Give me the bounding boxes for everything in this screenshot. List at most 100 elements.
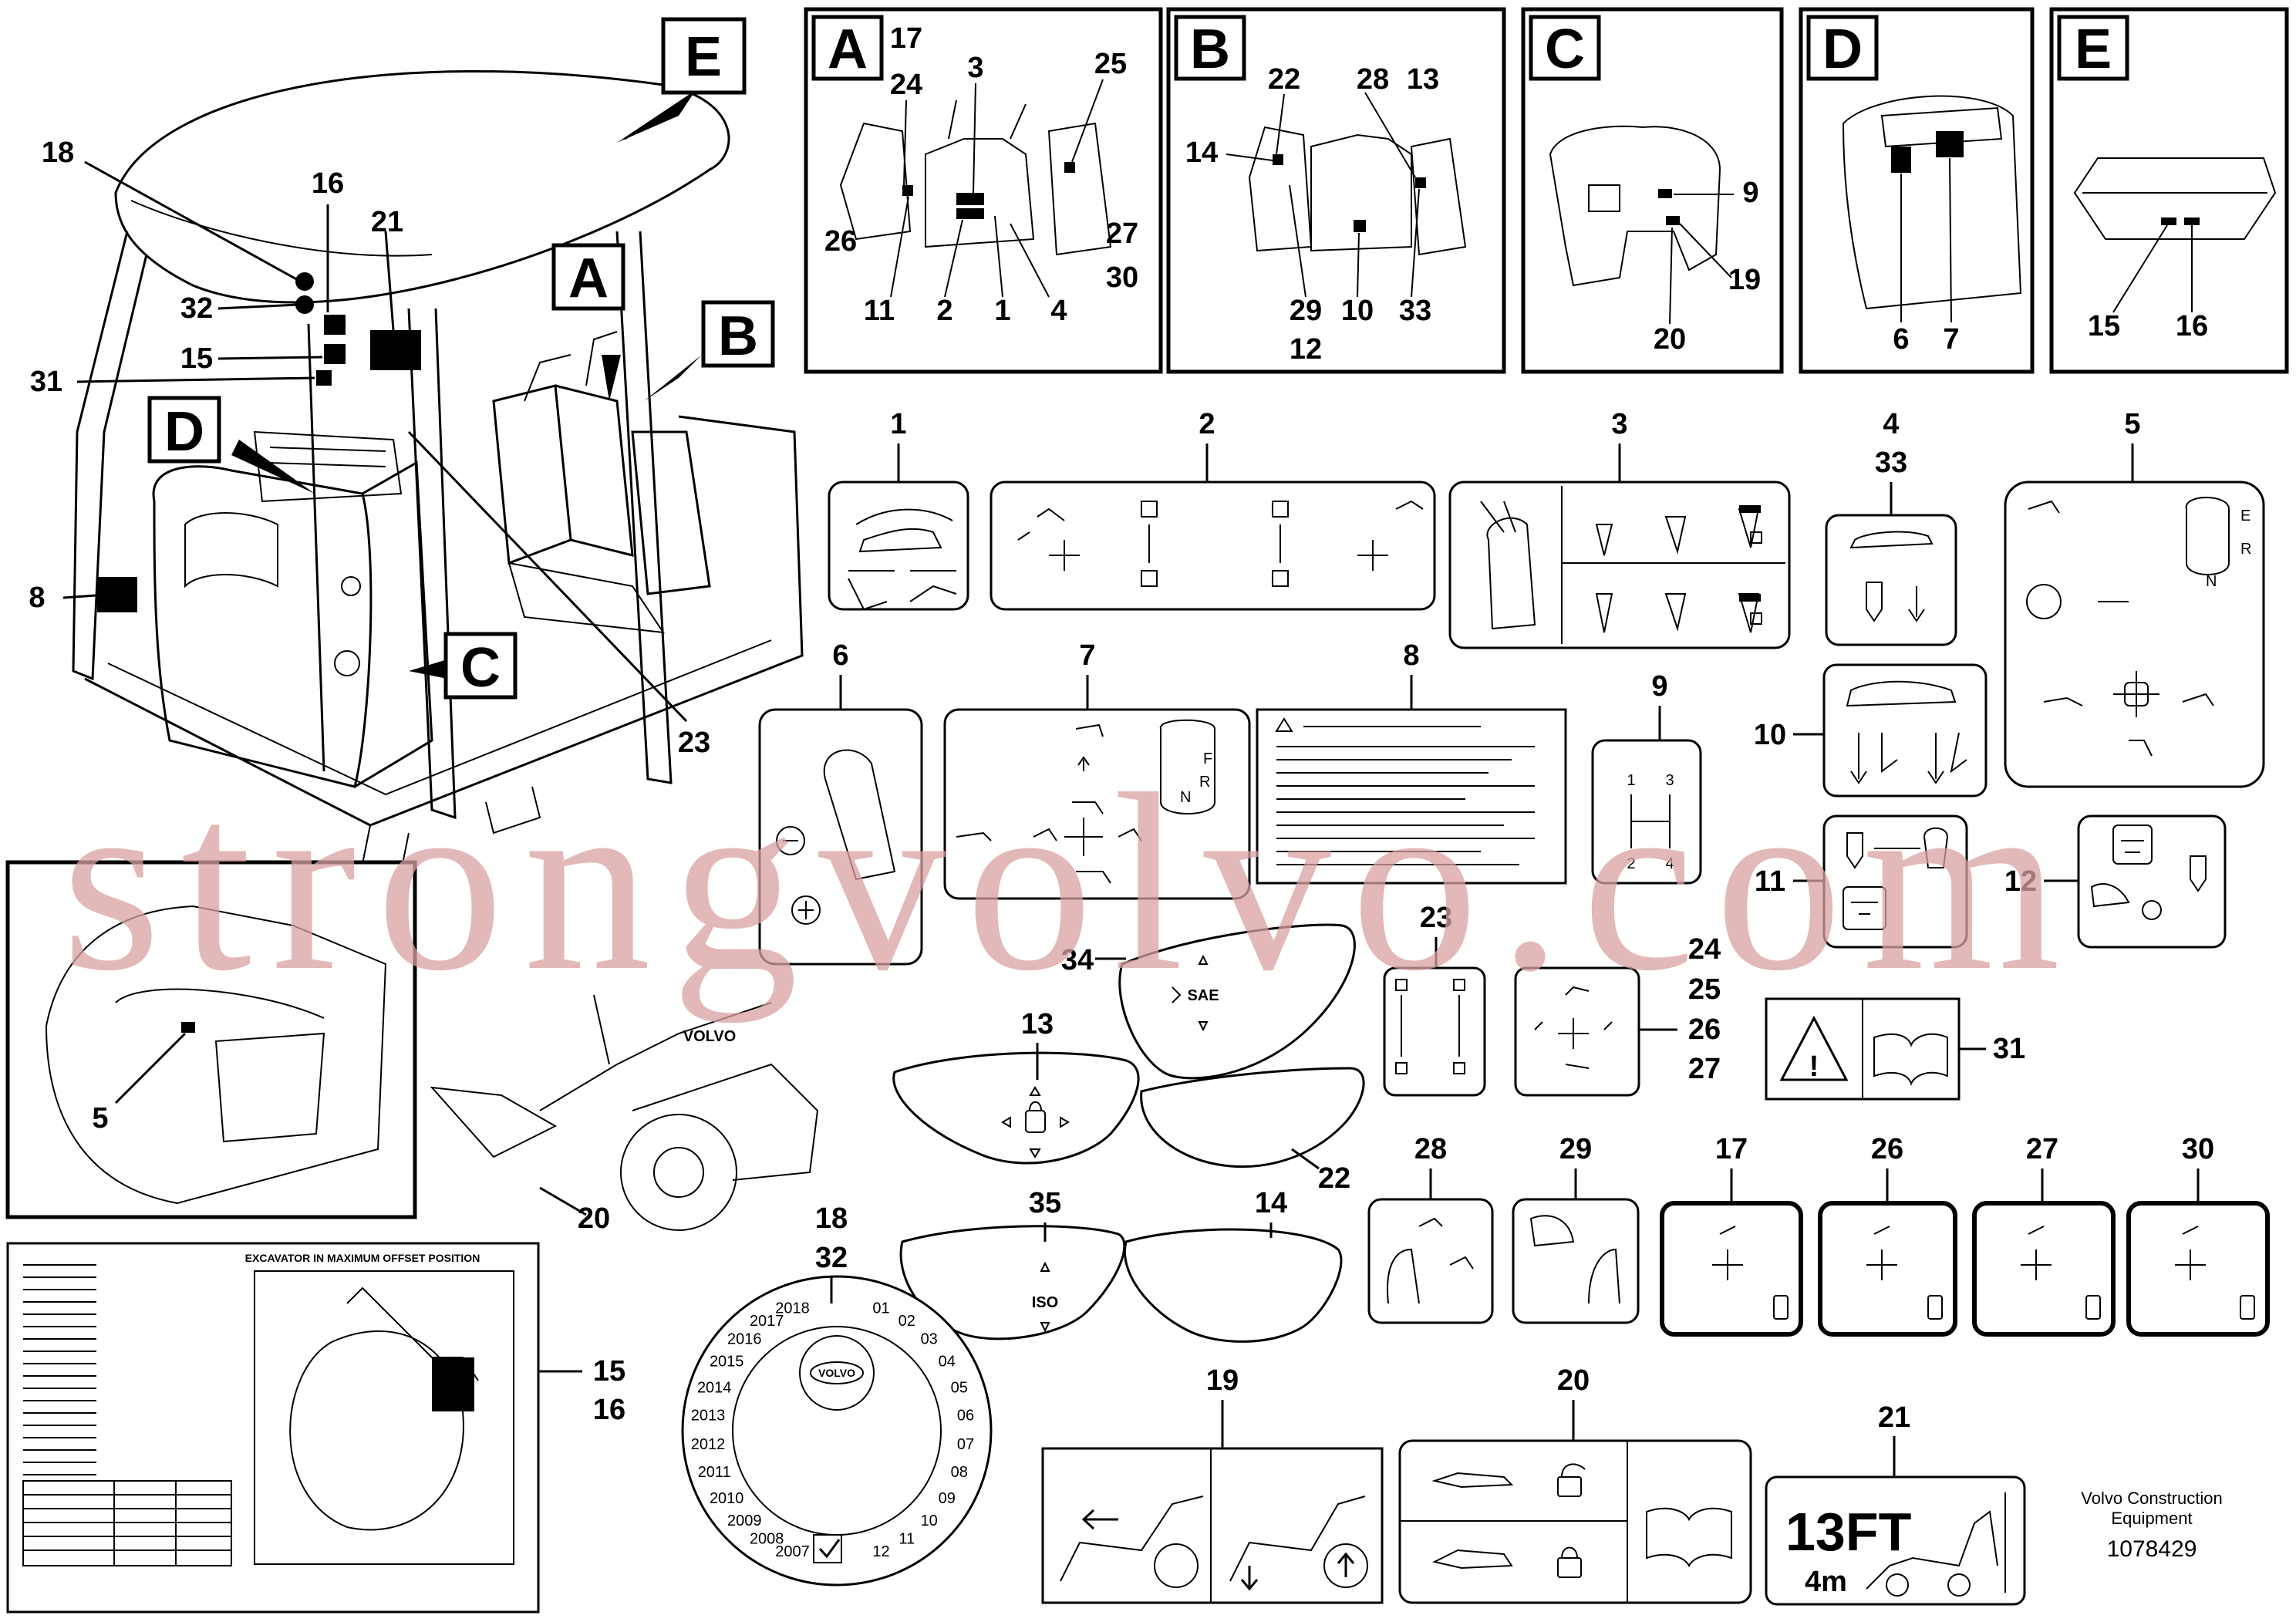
service-year: 2011 — [698, 1464, 731, 1481]
decal-19[interactable]: 19 — [1041, 1364, 1384, 1604]
service-month: 06 — [957, 1408, 974, 1425]
decal-27[interactable]: 27 — [1972, 1133, 2116, 1337]
decal-1[interactable]: 1 — [828, 408, 969, 611]
decal-22[interactable]: 22 — [1140, 1067, 1365, 1195]
svg-text:27: 27 — [1688, 1053, 1721, 1085]
svg-text:C: C — [1545, 19, 1585, 80]
svg-text:R: R — [1199, 774, 1210, 791]
svg-text:29: 29 — [1290, 295, 1322, 327]
decal-12[interactable]: 12 — [2004, 814, 2227, 949]
svg-text:17: 17 — [890, 22, 922, 55]
decal-14[interactable]: 14 — [1124, 1187, 1343, 1343]
service-month: 10 — [921, 1512, 938, 1529]
inset-label-5: 5 — [92, 1102, 108, 1135]
main-cab-view — [72, 69, 804, 873]
decal-20[interactable]: 20 — [1398, 1364, 1752, 1604]
decal-9[interactable]: 1 2 3 4 9 — [1591, 670, 1702, 885]
svg-text:VOLVO: VOLVO — [683, 1028, 737, 1045]
service-month: 02 — [899, 1313, 915, 1330]
decal-13[interactable]: 13 — [892, 1008, 1140, 1165]
label-32: 32 — [180, 292, 213, 325]
decal-15-16-offset-position[interactable]: EXCAVATOR IN MAXIMUM OFFSET POSITION 15 … — [6, 1242, 625, 1614]
service-year: 2015 — [710, 1354, 744, 1371]
svg-text:33: 33 — [1875, 447, 1907, 479]
svg-text:14: 14 — [1255, 1187, 1287, 1219]
label-20-loader: 20 — [578, 1202, 610, 1235]
decal-3[interactable]: 3 — [1448, 408, 1791, 649]
service-month: 05 — [951, 1379, 968, 1396]
svg-text:A: A — [568, 248, 609, 309]
service-month: 12 — [872, 1543, 889, 1560]
svg-text:30: 30 — [1106, 261, 1138, 294]
svg-text:28: 28 — [1357, 63, 1389, 96]
svg-text:1: 1 — [890, 408, 906, 440]
callout-letter-b[interactable]: B — [701, 300, 775, 368]
detail-panel-b: B 22 28 13 14 29 10 33 12 — [1166, 7, 1506, 374]
svg-text:2: 2 — [1199, 408, 1215, 440]
svg-text:5: 5 — [2124, 408, 2140, 440]
service-month: 01 — [872, 1300, 889, 1317]
svg-text:6: 6 — [832, 639, 848, 672]
decal-7[interactable]: F R N 7 — [943, 639, 1251, 900]
svg-text:7: 7 — [1943, 323, 1959, 356]
svg-text:6: 6 — [1893, 323, 1909, 356]
service-year: 2012 — [691, 1436, 726, 1453]
decal-29[interactable]: 29 — [1512, 1133, 1640, 1324]
svg-text:19: 19 — [1728, 264, 1761, 296]
svg-text:9: 9 — [1742, 177, 1758, 209]
svg-text:20: 20 — [1654, 323, 1686, 356]
decal-2[interactable]: 2 — [990, 408, 1436, 611]
decal-21[interactable]: 13FT 4m 21 — [1765, 1401, 2026, 1606]
decal-5[interactable]: E R N 5 — [2004, 408, 2265, 788]
decal-4[interactable]: 4 33 — [1825, 408, 1957, 646]
svg-text:16: 16 — [2176, 310, 2208, 342]
svg-text:31: 31 — [1993, 1033, 2025, 1065]
svg-text:26: 26 — [1688, 1013, 1721, 1046]
decal-10[interactable]: 10 — [1754, 663, 1988, 798]
decal-8[interactable]: 8 — [1256, 639, 1567, 885]
callout-letter-e[interactable]: E — [661, 17, 747, 95]
svg-text:13: 13 — [1021, 1008, 1054, 1040]
svg-text:10: 10 — [1754, 719, 1786, 751]
callout-letter-c[interactable]: C — [443, 632, 518, 700]
service-month: 07 — [957, 1436, 974, 1453]
decal-24-27[interactable]: 24 25 26 27 — [1514, 933, 1721, 1097]
label-18: 18 — [42, 137, 74, 169]
svg-text:15: 15 — [2088, 310, 2120, 342]
svg-text:11: 11 — [864, 295, 895, 327]
decal-11[interactable]: 11 — [1755, 814, 1968, 949]
decal-34-sae[interactable]: SAE 34 — [1061, 923, 1356, 1080]
backhoe-loader-illustration: VOLVO 20 — [430, 994, 819, 1235]
svg-text:1078429: 1078429 — [2107, 1536, 2197, 1562]
svg-text:24: 24 — [890, 69, 922, 101]
svg-text:D: D — [1822, 19, 1863, 80]
decal-17[interactable]: 17 — [1660, 1133, 1803, 1337]
callout-letter-d[interactable]: D — [147, 396, 221, 464]
svg-text:13FT: 13FT — [1785, 1502, 1911, 1562]
decal-28[interactable]: 28 — [1367, 1133, 1494, 1324]
service-year: 2016 — [727, 1330, 762, 1347]
svg-text:4: 4 — [1883, 408, 1899, 440]
decal-26[interactable]: 26 — [1818, 1133, 1957, 1337]
svg-text:24: 24 — [1688, 933, 1721, 966]
decal-35-iso[interactable]: ISO 35 — [899, 1187, 1126, 1340]
decal-18-32-service-wheel[interactable]: VOLVO 2007200820092010201120122013201420… — [681, 1202, 993, 1587]
main-view-leaders — [62, 91, 702, 723]
svg-text:22: 22 — [1268, 63, 1300, 96]
callout-letter-a[interactable]: A — [551, 243, 625, 311]
decal-30[interactable]: 30 — [2126, 1133, 2270, 1337]
svg-text:15: 15 — [593, 1355, 625, 1388]
svg-text:Equipment: Equipment — [2111, 1509, 2192, 1528]
service-year: 2010 — [710, 1490, 744, 1507]
decal-23[interactable]: 23 — [1383, 902, 1486, 1097]
svg-text:28: 28 — [1414, 1133, 1447, 1165]
service-year: 2013 — [691, 1408, 726, 1425]
svg-text:A: A — [828, 19, 868, 80]
service-year: 2008 — [750, 1531, 784, 1548]
svg-text:30: 30 — [2182, 1133, 2214, 1165]
svg-text:ISO: ISO — [1032, 1294, 1058, 1311]
decal-6[interactable]: 6 — [758, 639, 923, 966]
decal-31[interactable]: ! 31 — [1765, 997, 2025, 1101]
svg-text:23: 23 — [1420, 902, 1452, 934]
